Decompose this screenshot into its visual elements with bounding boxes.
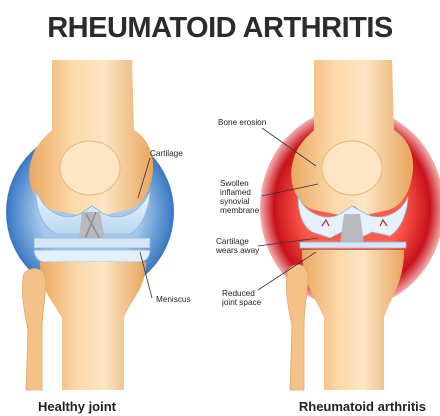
healthy-tibial-cartilage — [34, 250, 150, 262]
label-swollen-line-4: membrane — [220, 206, 260, 215]
label-bone-erosion: Bone erosion — [218, 118, 267, 127]
label-swollen-line-3: synovial — [220, 197, 250, 206]
label-cartilage-wears-line-1: Cartilage — [216, 237, 249, 246]
label-cartilage-wears-line-2: wears away — [215, 246, 260, 255]
healthy-meniscus — [34, 238, 150, 248]
ra-joint — [260, 60, 440, 390]
ra-meniscus — [300, 242, 406, 248]
healthy-tibia — [40, 262, 146, 390]
healthy-fibula — [22, 269, 46, 390]
label-swollen-line-2: inflamed — [220, 188, 251, 197]
label-cartilage: Cartilage — [150, 149, 183, 158]
label-swollen-line-1: Swollen — [220, 179, 249, 188]
label-meniscus: Meniscus — [156, 295, 191, 304]
healthy-patella — [60, 141, 120, 195]
ra-fibula — [286, 265, 308, 390]
caption-rheumatoid-arthritis: Rheumatoid arthritis — [299, 399, 426, 414]
ra-tibia — [302, 250, 404, 390]
caption-healthy-joint: Healthy joint — [38, 399, 116, 414]
label-reduced-line-2: joint space — [221, 298, 262, 307]
label-reduced-line-1: Reduced — [222, 289, 255, 298]
ra-patella — [322, 141, 382, 195]
healthy-joint — [6, 60, 174, 390]
